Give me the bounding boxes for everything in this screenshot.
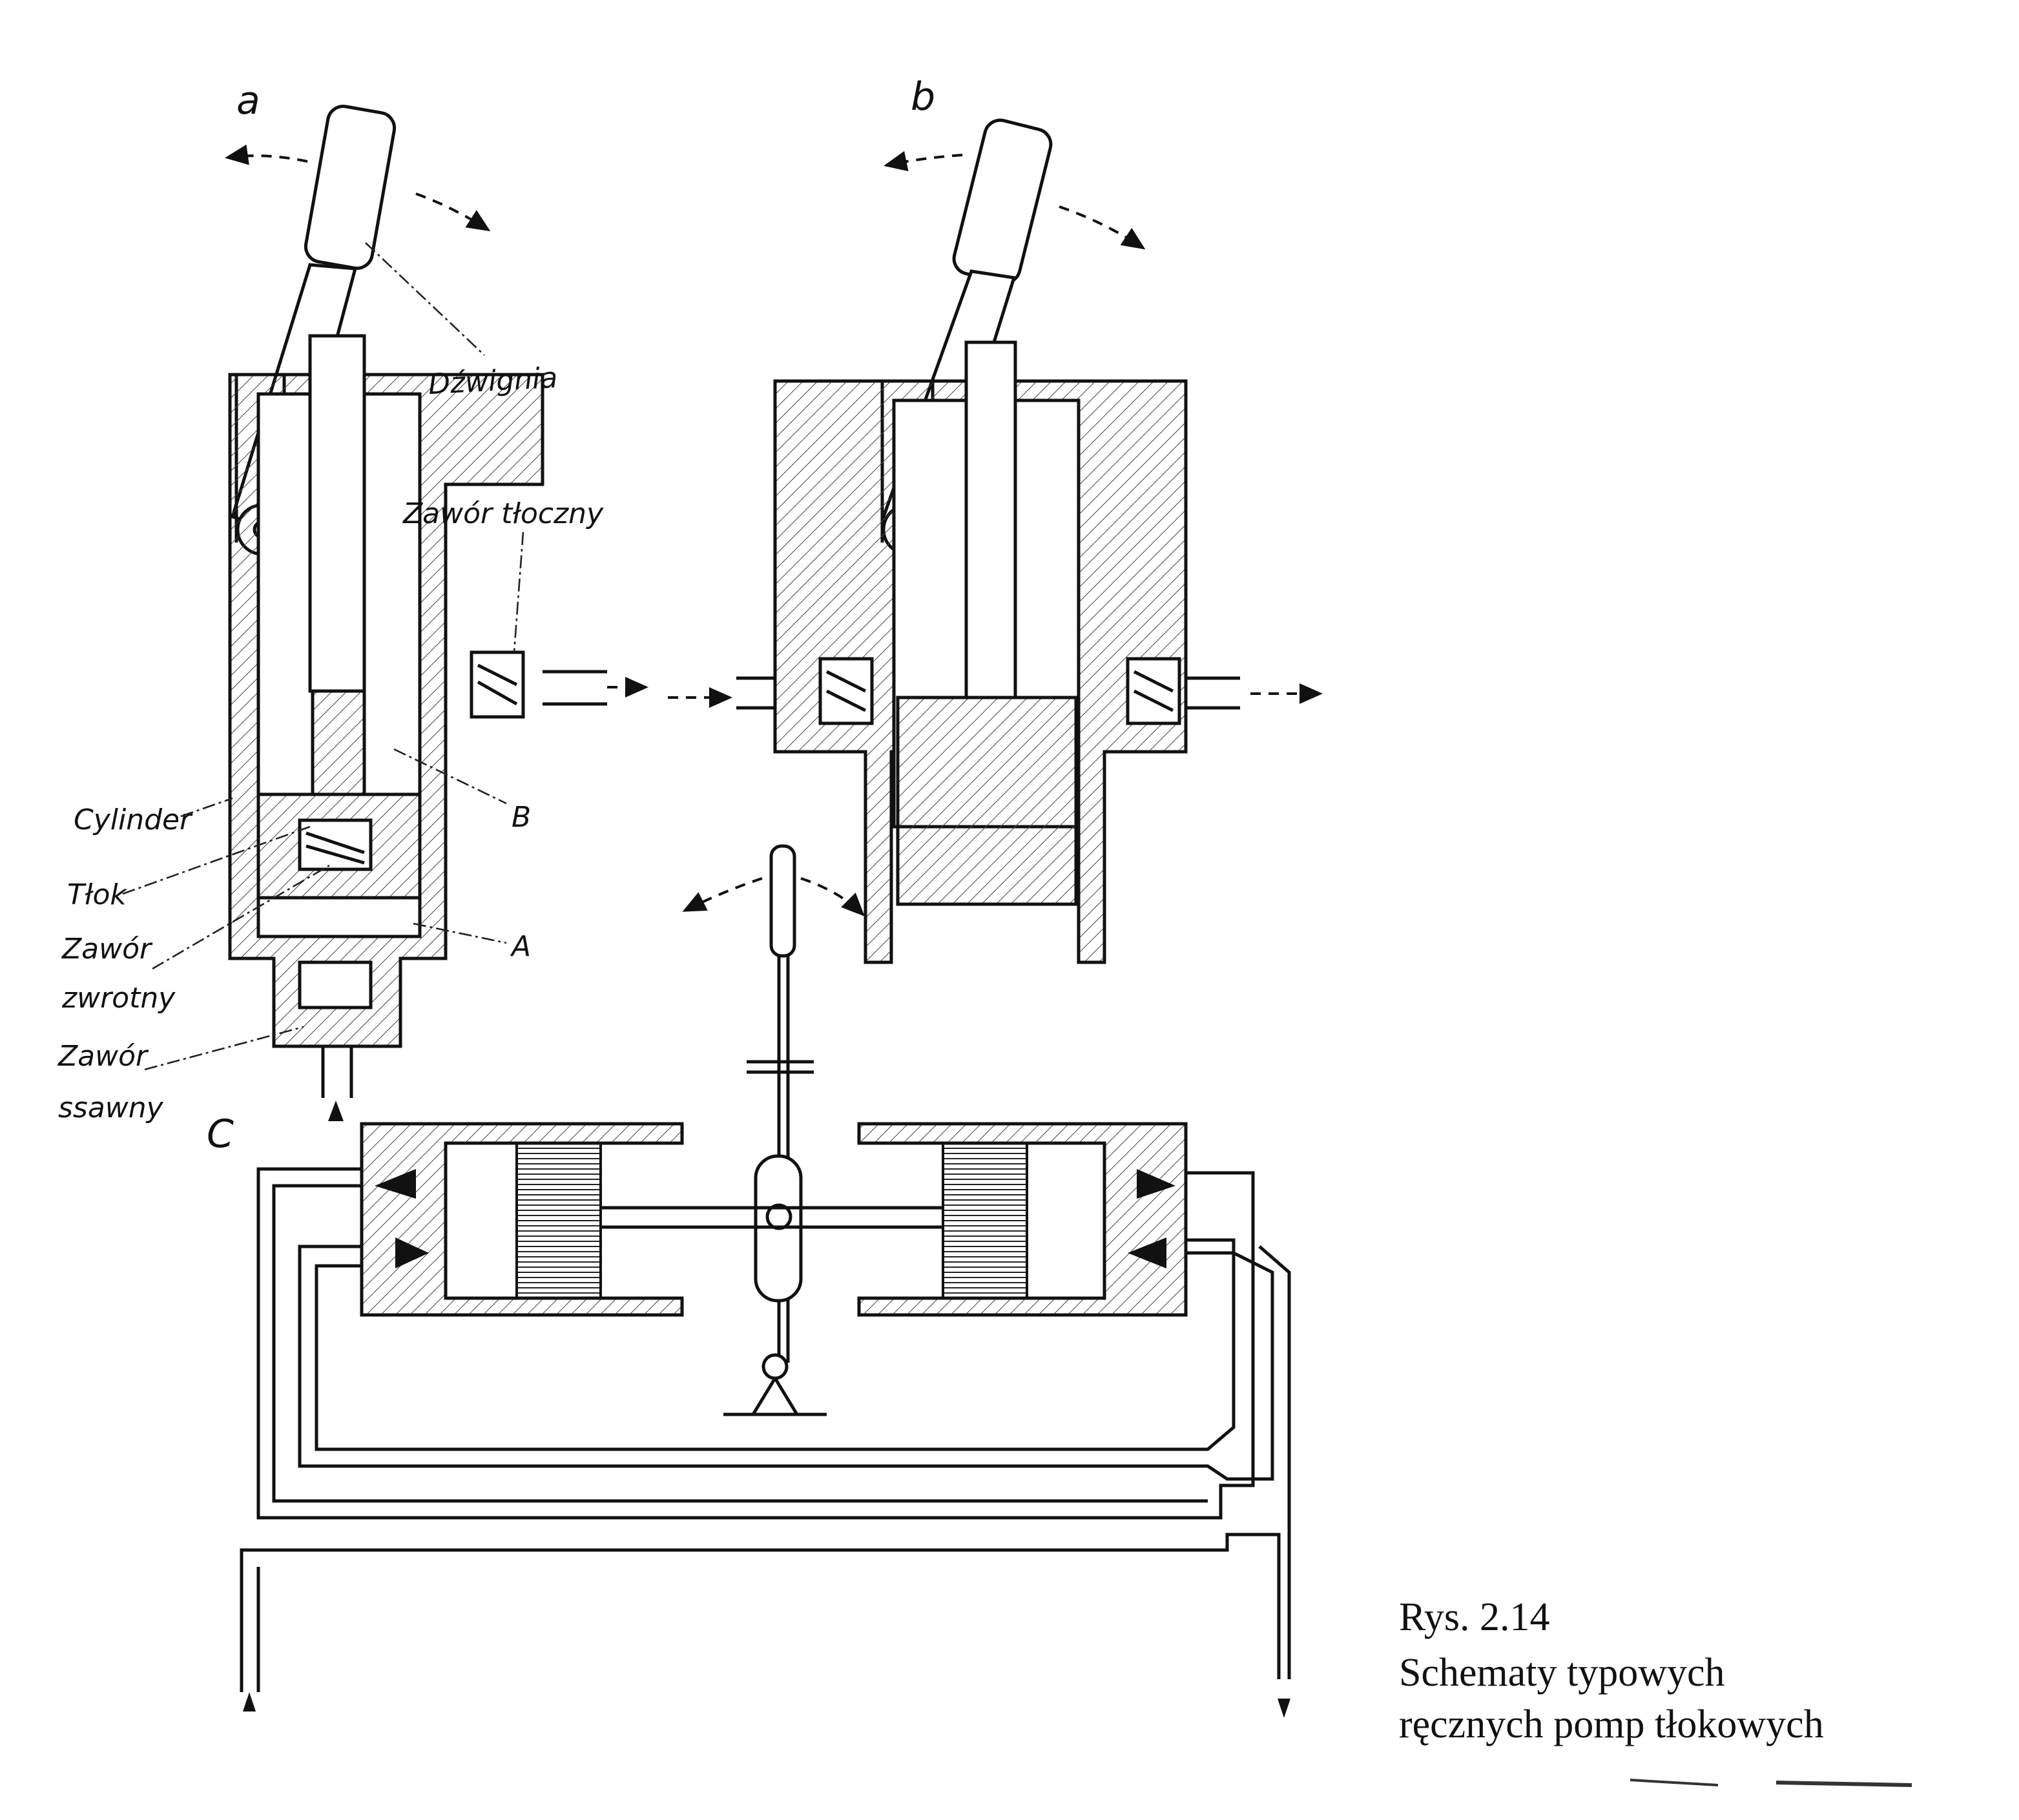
- label-check-valve-2: zwrotny: [61, 982, 176, 1015]
- label-chamber-b: B: [512, 801, 531, 834]
- piston-b: [896, 696, 1078, 906]
- caption-line-1: Schematy typowych: [1399, 1651, 1725, 1695]
- left-cylinder: [360, 1122, 684, 1317]
- figure-caption: Rys. 2.14 Schematy typowych ręcznych pom…: [1399, 1595, 1912, 1787]
- pump-a: a Dźwignia Zawór tłoczny Cylinder Tłok Z…: [57, 78, 648, 1124]
- label-suction-valve-1: Zawór: [57, 1040, 149, 1073]
- right-cylinder: [857, 1122, 1188, 1317]
- check-valve: [298, 818, 373, 871]
- label-piston: Tłok: [67, 878, 127, 911]
- left-piston: [515, 1142, 602, 1299]
- caption-line-2: ręcznych pomp tłokowych: [1399, 1702, 1824, 1746]
- panel-label-c: C: [207, 1112, 234, 1157]
- pump-c: C: [207, 844, 1291, 1718]
- lever-handle-c: [769, 844, 796, 958]
- label-discharge-valve: Zawór tłoczny: [402, 497, 604, 530]
- lever-handle-b: [952, 118, 1053, 285]
- piston-rod: [308, 334, 366, 693]
- inflow-arrow-right: [1278, 1699, 1290, 1718]
- inflow-arrow-a: [328, 1101, 344, 1121]
- outflow-arrow-left: [243, 1692, 256, 1711]
- swing-arrow-right: [415, 192, 491, 232]
- lever-handle: [304, 105, 397, 270]
- label-suction-valve-2: ssawny: [58, 1091, 164, 1124]
- panel-label-a: a: [236, 78, 260, 123]
- scan-mark: [1630, 1779, 1719, 1786]
- pump-b: b: [668, 74, 1323, 964]
- suction-valve: [298, 960, 373, 1009]
- panel-label-b: b: [911, 74, 935, 119]
- label-cylinder: Cylinder: [74, 803, 193, 836]
- piston-rod-b: [964, 340, 1017, 699]
- label-chamber-a: A: [510, 930, 531, 963]
- swing-arrow-left: [225, 144, 308, 165]
- label-check-valve-1: Zawór: [61, 933, 153, 966]
- scan-mark: [1776, 1781, 1912, 1787]
- ground-pivot: [761, 1353, 789, 1380]
- right-piston: [942, 1142, 1028, 1299]
- label-lever: Dźwignia: [428, 362, 559, 401]
- caption-number: Rys. 2.14: [1399, 1595, 1550, 1639]
